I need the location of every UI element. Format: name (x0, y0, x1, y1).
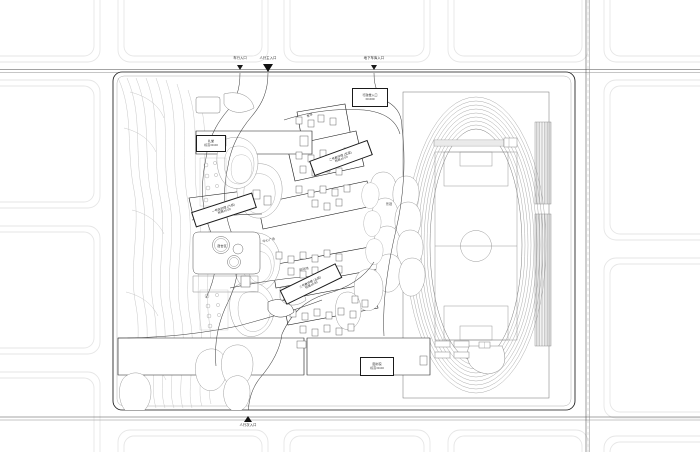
callout-line2: 标高±0.00 (370, 365, 384, 370)
callout-line1: 图书馆 (372, 362, 382, 367)
callout-library: 图书馆 标高±0.00 (360, 357, 394, 376)
callout-line1: 行政楼入口 (362, 93, 378, 98)
site-label-dormitory: 宿舍区 (217, 244, 227, 248)
callout-line2: ±0.000 (365, 96, 375, 101)
football-pitch (434, 151, 518, 341)
site-label-landscape: 景观 (385, 202, 393, 206)
callout-line1: 礼堂 (207, 139, 214, 144)
entrance-marker-south (244, 416, 252, 422)
sports-courts-west (192, 231, 261, 293)
entrance-label-pedestrian: 人行主入口 (259, 56, 277, 60)
entrance-marker-garage (371, 65, 377, 70)
entrance-label-vehicle: 车行入口 (233, 56, 247, 60)
callout-admin-entry: 行政楼入口 ±0.000 (352, 88, 388, 107)
entrance-marker-pedestrian (263, 64, 273, 72)
internal-circulation (117, 72, 405, 410)
tree-planting-grid (199, 157, 229, 331)
track-start-equipment (433, 137, 518, 148)
entrance-label-garage: 地下车库入口 (363, 56, 385, 60)
entrance-marker-vehicle (237, 65, 243, 70)
bleachers-east (534, 121, 552, 347)
callout-auditorium: 礼堂 标高±0.00 (196, 135, 226, 152)
landscape-courtyards (119, 137, 426, 410)
callout-line2: 标高±0.00 (204, 142, 218, 147)
grandstand-south (434, 340, 505, 375)
entrance-label-south: 人行次入口 (239, 423, 257, 427)
